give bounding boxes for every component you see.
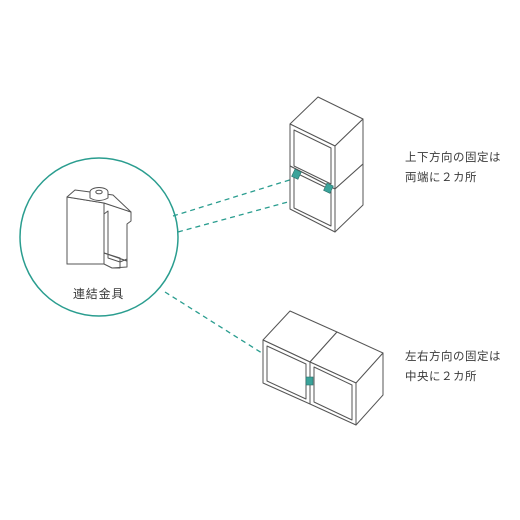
vertical-fixing-caption: 上下方向の固定は 両端に２カ所 <box>405 147 501 187</box>
horizontal-stack-clips <box>305 376 314 386</box>
leader-line-bottom <box>164 291 309 383</box>
connector-label: 連結金具 <box>73 287 125 301</box>
vertical-stack-illustration <box>289 96 364 233</box>
clip-center <box>305 376 314 386</box>
horizontal-fixing-line1: 左右方向の固定は <box>405 349 501 363</box>
detail-circle <box>19 157 179 317</box>
vertical-fixing-line1: 上下方向の固定は <box>405 150 501 164</box>
horizontal-fixing-caption: 左右方向の固定は 中央に２カ所 <box>405 346 501 386</box>
vertical-fixing-line2: 両端に２カ所 <box>405 170 477 184</box>
connector-bracket-illustration <box>66 187 132 269</box>
vertical-stack-clips <box>291 168 334 194</box>
horizontal-stack-illustration <box>262 310 384 426</box>
horizontal-fixing-line2: 中央に２カ所 <box>405 369 477 383</box>
leader-line-top-1 <box>172 177 297 217</box>
clip-left <box>291 168 302 180</box>
clip-right <box>323 182 334 194</box>
bottom-cabinet-front <box>289 165 336 233</box>
